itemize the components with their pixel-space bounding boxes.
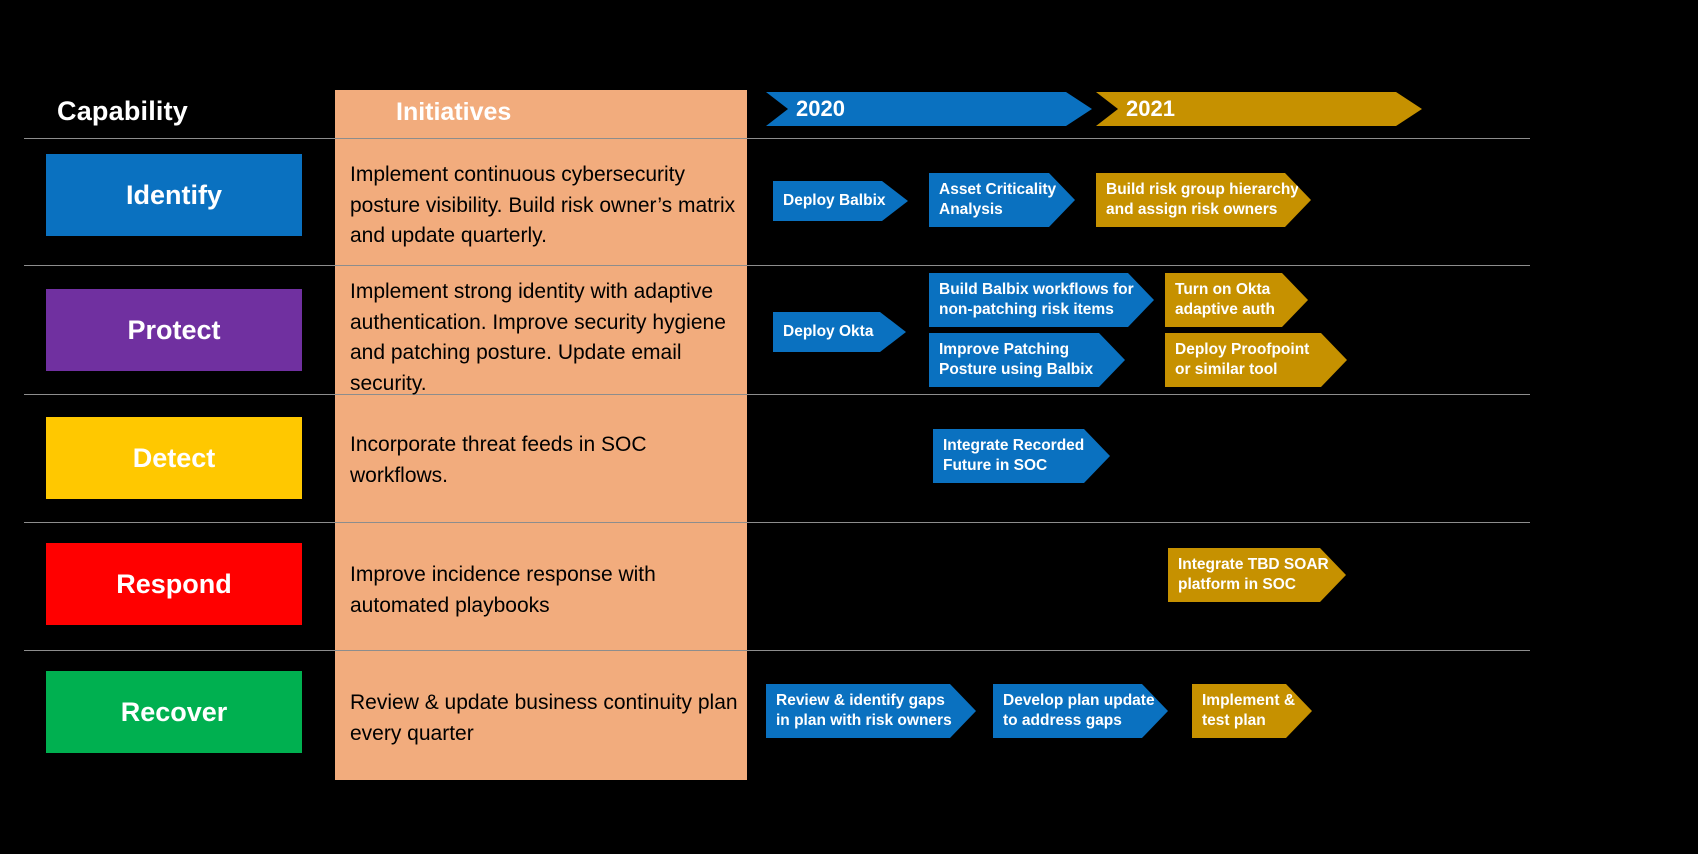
milestone-develop-plan-update[interactable]: Develop plan update to address gaps [993,684,1168,738]
capability-chip-detect[interactable]: Detect [46,417,302,499]
milestone-deploy-balbix[interactable]: Deploy Balbix [773,181,908,221]
milestone-turn-on-okta-adaptive-auth[interactable]: Turn on Okta adaptive auth [1165,273,1308,327]
initiative-text-recover: Review & update business continuity plan… [350,691,738,745]
initiative-text-protect: Implement strong identity with adaptive … [350,280,726,395]
capability-label: Protect [127,314,221,345]
capability-column-header: Capability [57,96,189,126]
milestone-deploy-okta[interactable]: Deploy Okta [773,312,906,352]
initiative-text-respond: Improve incidence response with automate… [350,563,656,617]
milestone-integrate-recorded-future[interactable]: Integrate Recorded Future in SOC [933,429,1110,483]
initiatives-column-band [335,90,747,780]
divider-header [24,138,1530,139]
capability-chip-identify[interactable]: Identify [46,154,302,236]
divider-row-3 [24,522,1530,523]
divider-row-2 [24,394,1530,395]
initiative-text-identify: Implement continuous cybersecurity postu… [350,163,736,248]
capability-label: Detect [132,442,216,473]
capability-chip-protect[interactable]: Protect [46,289,302,371]
capability-chip-recover[interactable]: Recover [46,671,302,753]
initiative-text-detect: Incorporate threat feeds in SOC workflow… [350,433,647,487]
milestone-asset-criticality-analysis[interactable]: Asset Criticality Analysis [929,173,1075,227]
timeline-year-2020[interactable]: 2020 [766,92,1092,126]
timeline-year-2021[interactable]: 2021 [1096,92,1422,126]
milestone-improve-patching-posture[interactable]: Improve Patching Posture using Balbix [929,333,1125,387]
milestone-integrate-tbd-soar[interactable]: Integrate TBD SOAR platform in SOC [1168,548,1346,602]
milestone-build-risk-group-hierarchy[interactable]: Build risk group hierarchy and assign ri… [1096,173,1311,227]
milestone-deploy-proofpoint[interactable]: Deploy Proofpoint or similar tool [1165,333,1347,387]
capability-chip-respond[interactable]: Respond [46,543,302,625]
milestone-review-identify-gaps[interactable]: Review & identify gaps in plan with risk… [766,684,976,738]
initiatives-column-header: Initiatives [396,98,512,126]
capability-label: Identify [125,179,222,210]
capability-label: Recover [120,696,228,727]
milestone-implement-test-plan[interactable]: Implement & test plan [1192,684,1312,738]
divider-row-1 [24,265,1530,266]
capability-label: Respond [116,568,232,599]
divider-row-4 [24,650,1530,651]
milestone-build-balbix-workflows[interactable]: Build Balbix workflows for non-patching … [929,273,1154,327]
